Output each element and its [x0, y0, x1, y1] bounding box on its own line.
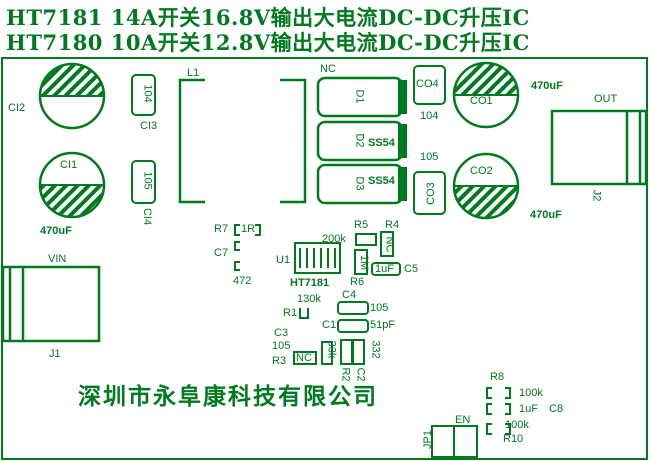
label-r7: R7 — [214, 223, 229, 235]
label-ci3: CI3 — [140, 120, 158, 132]
company-name: 深圳市永阜康科技有限公司 — [78, 384, 378, 410]
label-en: EN — [455, 414, 471, 426]
label-c5: C5 — [404, 263, 419, 275]
ic-u1-outline — [294, 242, 341, 274]
capacitor-ci4-outline — [131, 160, 156, 204]
diode-d1-outline — [316, 76, 407, 118]
label-co2: CO2 — [470, 165, 493, 177]
capacitor-co2-outline — [452, 152, 520, 220]
resistor-r8-outline — [486, 387, 511, 399]
label-j2: J2 — [590, 189, 603, 202]
label-c3: C3 — [274, 327, 289, 339]
connector-j2-outline — [550, 109, 648, 186]
resistor-r10-outline — [486, 423, 511, 435]
label-u1: U1 — [276, 254, 291, 266]
label-c3-value: 105 — [272, 340, 291, 352]
title-line-2: HT7180 10A开关12.8V输出大电流DC-DC升压IC — [6, 30, 530, 55]
label-l1: L1 — [187, 67, 200, 79]
label-u1-part: HT7181 — [290, 277, 330, 289]
label-ci2: CI2 — [8, 102, 26, 114]
capacitor-co4-outline — [413, 65, 446, 105]
label-d1: D1 — [353, 89, 366, 104]
label-c7: C7 — [214, 247, 229, 259]
resistor-r1-outline — [299, 308, 309, 319]
label-r4: R4 — [385, 219, 400, 231]
label-ci3-value: 104 — [141, 84, 154, 103]
label-out: OUT — [594, 93, 618, 105]
label-r5-value: 200k — [322, 233, 346, 245]
label-r4-pad: NC — [383, 236, 396, 253]
label-r6-pad: 1M — [358, 254, 371, 271]
connector-j1-outline — [1, 265, 101, 343]
resistor-r5-outline — [355, 233, 377, 246]
label-r10: R10 — [503, 433, 524, 445]
label-c4-value: 105 — [370, 302, 389, 314]
capacitor-ci2-outline — [38, 62, 106, 130]
label-co4: CO4 — [416, 78, 439, 90]
label-c4: C4 — [342, 289, 357, 301]
label-d2-part: SS54 — [368, 137, 395, 149]
label-c8: C8 — [549, 403, 564, 415]
label-c5-pad: 1uF — [375, 263, 394, 275]
capacitor-c4-outline — [337, 301, 369, 315]
label-vin: VIN — [48, 253, 67, 265]
label-r10-value: 100k — [505, 419, 529, 431]
label-r1-value: 130k — [297, 293, 321, 305]
label-r1: R1 — [283, 307, 298, 319]
capacitor-c1-outline — [337, 319, 369, 333]
capacitor-c8-outline — [486, 403, 511, 415]
label-r2-value: 33k — [325, 340, 338, 359]
label-c1-value: 51pF — [370, 319, 396, 331]
label-r8-value: 100k — [519, 387, 543, 399]
label-c8-value: 1uF — [519, 403, 538, 415]
label-jp1: JP1 — [421, 430, 434, 449]
label-c7-value: 472 — [233, 275, 252, 287]
capacitor-c2-outline — [351, 339, 365, 365]
label-j1: J1 — [49, 348, 61, 360]
capacitor-ci3-outline — [131, 74, 156, 116]
capacitor-co3-outline — [413, 171, 446, 215]
label-ci4: CI4 — [141, 207, 154, 226]
label-r5: R5 — [354, 219, 369, 231]
label-co3: CO3 — [424, 182, 437, 205]
capacitor-c3-outline — [321, 341, 333, 365]
label-r8: R8 — [490, 371, 505, 383]
label-r2: R2 — [339, 367, 352, 382]
diode-d2-outline — [316, 120, 407, 162]
label-c2: C2 — [354, 367, 367, 382]
label-c2-value: 332 — [369, 340, 382, 359]
label-co4-value: 104 — [420, 110, 439, 122]
label-d3-part: SS54 — [368, 175, 395, 187]
capacitor-c5-outline — [371, 262, 401, 276]
label-c1: C1 — [322, 319, 337, 331]
board-outline — [1, 57, 648, 460]
label-ci1: CI1 — [60, 159, 78, 171]
label-d3: D3 — [353, 176, 366, 191]
resistor-r3-outline — [293, 351, 317, 365]
resistor-r6-outline — [354, 249, 368, 275]
inductor-l1-outline — [178, 78, 307, 204]
diode-d3-outline — [316, 163, 407, 205]
label-ci4-value: 105 — [141, 171, 154, 190]
label-r7-pad: 1R — [241, 223, 256, 235]
capacitor-c7-outline — [234, 241, 240, 271]
label-r3-pad: NC — [296, 352, 312, 364]
label-r6: R6 — [350, 276, 365, 288]
label-co2-value: 470uF — [530, 209, 562, 221]
title-line-1: HT7181 14A开关16.8V输出大电流DC-DC升压IC — [6, 5, 530, 30]
label-nc: NC — [320, 63, 336, 75]
resistor-r7-outline — [234, 224, 261, 236]
label-r3: R3 — [272, 355, 287, 367]
label-co3-value: 105 — [420, 151, 439, 163]
label-co1-value: 470uF — [531, 80, 563, 92]
label-d2: D2 — [353, 133, 366, 148]
label-co1: CO1 — [470, 95, 493, 107]
label-ci1-value: 470uF — [40, 225, 72, 237]
resistor-r4-outline — [380, 231, 394, 257]
